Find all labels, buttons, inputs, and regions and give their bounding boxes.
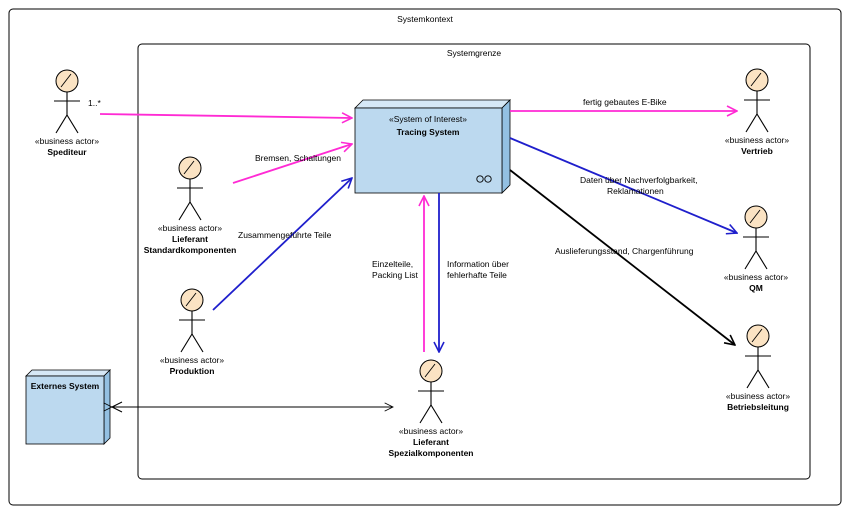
actor-head-icon xyxy=(419,359,443,383)
actor-stereotype: «business actor» xyxy=(35,136,100,146)
actor-name-line2: Standardkomponenten xyxy=(144,245,237,255)
flow-spediteur-to-system[interactable] xyxy=(99,114,352,118)
actor-lieferant-spez[interactable]: «business actor»LieferantSpezialkomponen… xyxy=(388,359,474,458)
tracing-system-name: Tracing System xyxy=(397,127,460,137)
actor-spediteur[interactable]: «business actor»Spediteur xyxy=(35,69,100,157)
actor-name: Produktion xyxy=(170,366,215,376)
actor-stereotype: «business actor» xyxy=(160,355,225,365)
actor-stereotype: «business actor» xyxy=(725,135,790,145)
label-daten-2: Reklamationen xyxy=(607,186,664,196)
actor-head-icon xyxy=(746,324,770,348)
flow-system-to-qm[interactable] xyxy=(509,137,737,233)
actor-betriebsleitung[interactable]: «business actor»Betriebsleitung xyxy=(726,324,791,412)
actors-layer: «business actor»Spediteur«business actor… xyxy=(35,68,791,458)
actor-stereotype: «business actor» xyxy=(158,223,223,233)
actor-produktion[interactable]: «business actor»Produktion xyxy=(160,288,225,376)
tracing-system-stereotype: «System of Interest» xyxy=(389,114,467,124)
arrowhead-external xyxy=(111,401,123,413)
context-title: Systemkontext xyxy=(397,14,453,24)
actor-name: QM xyxy=(749,283,763,293)
label-info-2: fehlerhafte Teile xyxy=(447,270,507,280)
infinity-icon xyxy=(476,175,492,183)
boundary-title: Systemgrenze xyxy=(447,48,502,58)
label-info-1: Information über xyxy=(447,259,509,269)
tracing-system-node[interactable]: «System of Interest» Tracing System xyxy=(354,99,511,194)
multiplicity-label: 1..* xyxy=(88,98,101,108)
flow-system-to-betriebsleitung[interactable] xyxy=(509,169,735,345)
actor-name: Spediteur xyxy=(47,147,87,157)
actor-vertrieb[interactable]: «business actor»Vertrieb xyxy=(725,68,790,156)
actor-qm[interactable]: «business actor»QM xyxy=(724,205,789,293)
actor-stereotype: «business actor» xyxy=(724,272,789,282)
label-ebike: fertig gebautes E-Bike xyxy=(583,97,667,107)
label-einzelteile-2: Packing List xyxy=(372,270,418,280)
actor-name: Betriebsleitung xyxy=(727,402,789,412)
actor-name: Lieferant xyxy=(413,437,449,447)
actor-name: Lieferant xyxy=(172,234,208,244)
externes-system-node[interactable]: Externes System xyxy=(25,369,111,445)
actor-lieferant-std[interactable]: «business actor»LieferantStandardkompone… xyxy=(144,156,237,255)
label-auslieferung: Auslieferungsstand, Chargenführung xyxy=(555,246,694,256)
system-boundary-frame xyxy=(137,43,811,480)
externes-system-name: Externes System xyxy=(31,381,100,391)
flow-lieferant-std-to-system[interactable] xyxy=(232,144,352,184)
actor-name: Vertrieb xyxy=(741,146,773,156)
actor-head-icon xyxy=(745,68,769,92)
actor-stereotype: «business actor» xyxy=(726,391,791,401)
label-zusammen: Zusammengeführte Teile xyxy=(238,230,332,240)
actor-name-line2: Spezialkomponenten xyxy=(388,448,473,458)
actor-head-icon xyxy=(178,156,202,180)
actor-head-icon xyxy=(55,69,79,93)
label-bremsen: Bremsen, Schaltungen xyxy=(255,153,341,163)
actor-head-icon xyxy=(744,205,768,229)
tracing-system-side xyxy=(501,99,511,194)
actor-stereotype: «business actor» xyxy=(399,426,464,436)
label-daten-1: Daten über Nachverfolgbarkeit, xyxy=(580,175,698,185)
tracing-system-front xyxy=(354,107,503,194)
label-einzelteile-1: Einzelteile, xyxy=(372,259,413,269)
flow-produktion-to-system[interactable] xyxy=(212,178,352,311)
actor-head-icon xyxy=(180,288,204,312)
